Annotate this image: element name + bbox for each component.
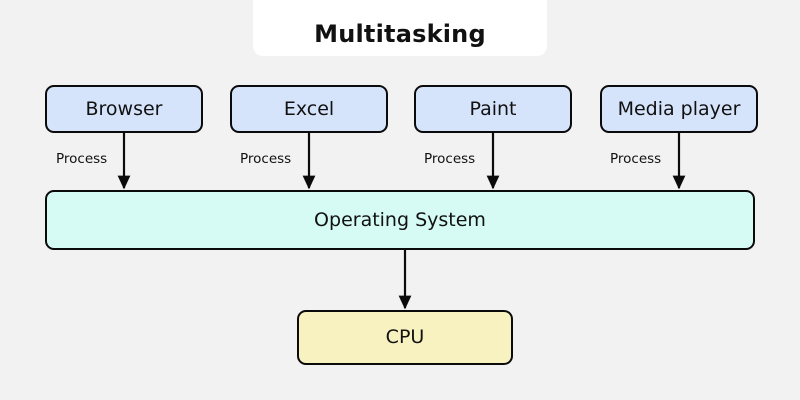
app-box-media-player[interactable]: Media player: [600, 85, 758, 133]
app-box-browser[interactable]: Browser: [45, 85, 203, 133]
title-card: Multitasking: [253, 0, 547, 56]
operating-system-label: Operating System: [314, 208, 486, 231]
cpu-box[interactable]: CPU: [297, 310, 513, 365]
app-box-paint[interactable]: Paint: [414, 85, 572, 133]
edge-label-process-excel: Process: [240, 151, 292, 167]
edge-label-process-media-player: Process: [610, 151, 662, 167]
app-label: Browser: [85, 97, 163, 120]
cpu-label: CPU: [385, 326, 425, 348]
app-label: Paint: [469, 97, 517, 120]
edge-label-process-browser: Process: [56, 151, 108, 167]
app-box-excel[interactable]: Excel: [230, 85, 388, 133]
page-title: Multitasking: [314, 20, 486, 48]
operating-system-box[interactable]: Operating System: [45, 190, 755, 250]
edge-label-process-paint: Process: [424, 151, 476, 167]
app-label: Excel: [283, 97, 335, 120]
app-label: Media player: [617, 97, 741, 120]
